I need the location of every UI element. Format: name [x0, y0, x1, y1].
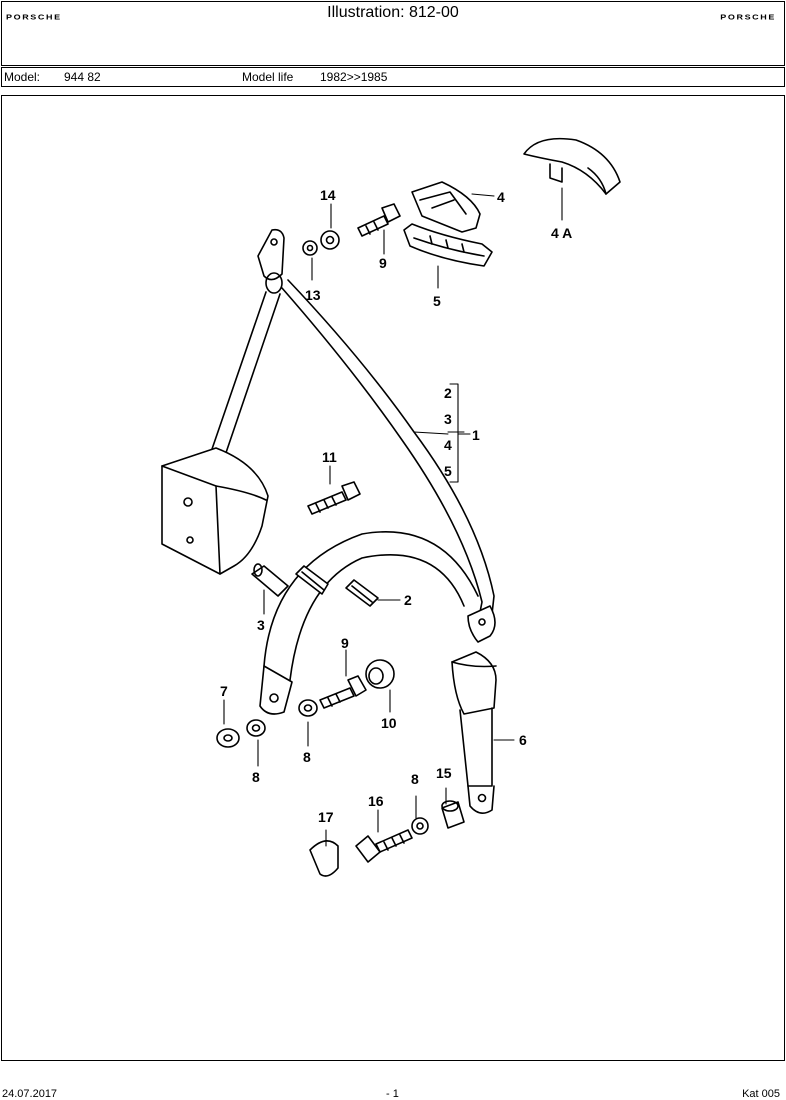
washer-13	[302, 240, 318, 256]
model-label: Model:	[4, 70, 41, 84]
callout-8-middle: 8	[303, 749, 311, 765]
washer-7	[216, 728, 240, 748]
cap-17	[309, 840, 339, 877]
model-life-value: 1982>>1985	[320, 70, 388, 84]
callout-group-5: 5	[444, 463, 452, 479]
callout-11: 11	[322, 449, 337, 465]
bolt-16	[355, 829, 413, 863]
lower-left-anchor	[259, 665, 293, 715]
callout-16: 16	[368, 793, 384, 809]
diagonal-belt	[281, 279, 495, 623]
pin-3	[251, 563, 289, 597]
callout-13: 13	[305, 287, 321, 303]
callout-10: 10	[381, 715, 397, 731]
buckle-6	[451, 651, 497, 814]
pin-2	[345, 579, 379, 607]
model-bar: Model: 944 82 Model life 1982>>1985	[1, 67, 785, 87]
upper-anchor-plate	[257, 228, 285, 294]
footer-catalog: Kat 005	[742, 1088, 780, 1100]
washer-8-lower	[411, 817, 429, 835]
spacer-15	[441, 800, 465, 829]
callout-4a: 4 A	[551, 225, 572, 241]
washer-8-left	[246, 719, 266, 737]
callout-15: 15	[436, 765, 452, 781]
brand-logo-right: PORSCHE	[720, 12, 776, 22]
callout-9-upper: 9	[379, 255, 387, 271]
callout-17: 17	[318, 809, 334, 825]
spacer-10	[365, 659, 395, 689]
cover-4	[411, 181, 481, 233]
bolt-9-upper	[357, 203, 401, 237]
seat-belt-exploded-view: 14 9 13 4 5 4 A 2 3 4 5 1 11 2 3 9 10 7 …	[161, 137, 621, 877]
leader-lines	[223, 187, 563, 847]
bolt-9-lower	[319, 675, 367, 709]
belt-guide-clip	[295, 565, 329, 595]
callout-2: 2	[404, 592, 412, 608]
callout-group-3: 3	[444, 411, 452, 427]
retractor-housing	[161, 447, 269, 575]
parts-drawing: 14 9 13 4 5 4 A 2 3 4 5 1 11 2 3 9 10 7 …	[1, 95, 785, 1061]
cap-4a	[523, 137, 621, 195]
callout-group-2: 2	[444, 385, 452, 401]
callout-8-lower: 8	[411, 771, 419, 787]
washer-8-middle	[298, 699, 318, 717]
model-value: 944 82	[64, 70, 101, 84]
brand-logo-left: PORSCHE	[6, 12, 62, 22]
callout-3: 3	[257, 617, 265, 633]
callout-1: 1	[472, 427, 480, 443]
callout-5: 5	[433, 293, 441, 309]
cover-part-5	[403, 223, 493, 267]
callout-7: 7	[220, 683, 228, 699]
page-title: Illustration: 812-00	[327, 4, 459, 21]
bolt-11	[307, 481, 361, 515]
callout-8-left: 8	[252, 769, 260, 785]
header: PORSCHE Illustration: 812-00 PORSCHE	[1, 1, 785, 66]
callout-6: 6	[519, 732, 527, 748]
lap-belt-arc	[263, 531, 479, 681]
belt-tongue	[467, 605, 496, 643]
footer-date: 24.07.2017	[2, 1088, 58, 1100]
callout-9-lower: 9	[341, 635, 349, 651]
footer-page-number: - 1	[386, 1088, 399, 1100]
washer-14	[320, 230, 340, 250]
callout-4: 4	[497, 189, 505, 205]
callout-14: 14	[320, 187, 336, 203]
model-life-label: Model life	[242, 70, 294, 84]
callout-group-4: 4	[444, 437, 452, 453]
